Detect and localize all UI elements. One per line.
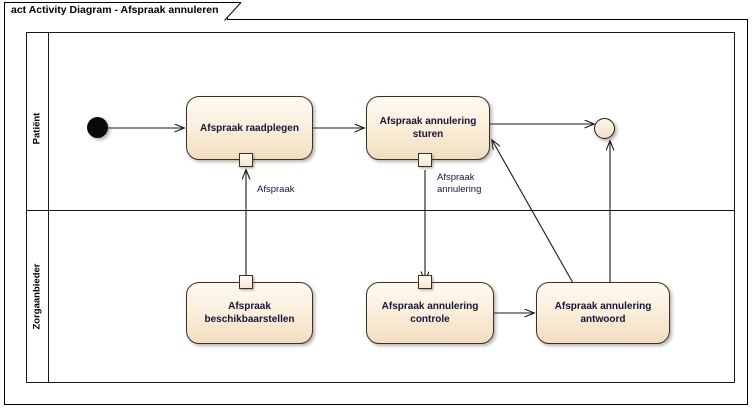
action-node-label: Afspraak annulering controle <box>381 301 479 325</box>
action-node-afspraak-beschikbaarstellen[interactable]: Afspraak beschikbaarstellen <box>186 282 313 344</box>
action-node-afspraak-annulering-controle[interactable]: Afspraak annulering controle <box>366 282 494 344</box>
pin-afspraak-annulering-controle-top[interactable] <box>418 275 432 289</box>
pin-afspraak-beschikbaarstellen-top[interactable] <box>239 275 253 289</box>
diagram-title: act Activity Diagram - Afspraak annulere… <box>11 4 219 16</box>
edge-label-afspraak-annulering: Afspraak annulering <box>437 172 482 195</box>
swimlane-label-zorgaanbieder: Zorgaanbieder <box>31 263 43 330</box>
action-node-label: Afspraak beschikbaarstellen <box>204 301 295 325</box>
action-node-label: Afspraak raadplegen <box>200 122 299 134</box>
action-node-label: Afspraak annulering antwoord <box>554 301 652 325</box>
action-node-afspraak-raadplegen[interactable]: Afspraak raadplegen <box>186 96 313 160</box>
pin-afspraak-raadplegen-bottom[interactable] <box>239 153 253 167</box>
action-node-afspraak-annulering-sturen[interactable]: Afspraak annulering sturen <box>366 96 490 160</box>
action-node-label: Afspraak annulering sturen <box>379 116 477 140</box>
action-node-afspraak-annulering-antwoord[interactable]: Afspraak annulering antwoord <box>536 282 670 344</box>
diagram-frame-tab-slant <box>224 2 242 21</box>
initial-node[interactable] <box>87 117 108 138</box>
edge-label-afspraak: Afspraak <box>257 184 295 195</box>
pin-afspraak-annulering-sturen-bottom[interactable] <box>418 153 432 167</box>
swimlane-label-column-divider <box>48 32 49 383</box>
swimlane-divider <box>26 210 735 211</box>
flow-final-node[interactable] <box>594 118 615 139</box>
